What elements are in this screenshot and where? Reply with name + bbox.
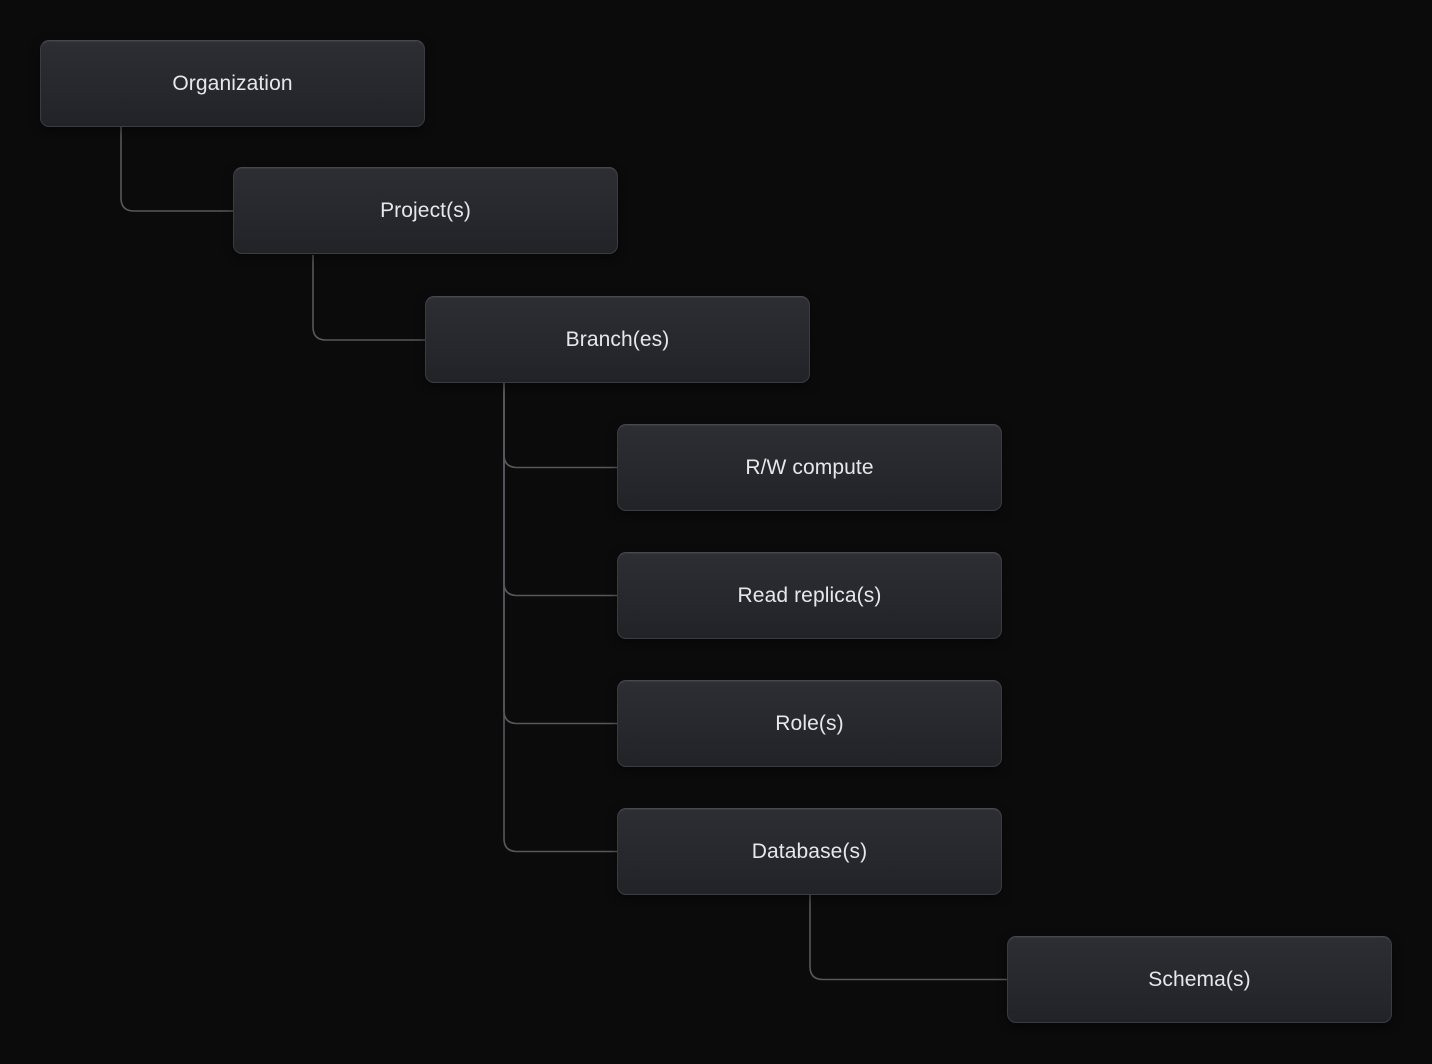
node-rw-compute: R/W compute [617,424,1002,511]
node-projects: Project(s) [233,167,618,254]
node-roles: Role(s) [617,680,1002,767]
node-roles-label: Role(s) [775,711,844,735]
node-read-replicas-label: Read replica(s) [737,583,882,607]
connector-databases-schemas [809,895,1007,981]
node-databases: Database(s) [617,808,1002,895]
connector-branches-read-replicas [503,383,617,597]
connector-projects-branches [312,255,425,341]
node-organization-label: Organization [172,71,293,95]
node-read-replicas: Read replica(s) [617,552,1002,639]
connector-branches-roles [503,383,617,725]
node-branches-label: Branch(es) [565,327,670,351]
connector-organization-projects [120,127,233,212]
node-projects-label: Project(s) [380,198,471,222]
node-schemas: Schema(s) [1007,936,1392,1023]
node-rw-compute-label: R/W compute [745,455,874,479]
node-schemas-label: Schema(s) [1148,967,1251,991]
node-databases-label: Database(s) [751,839,868,863]
node-branches: Branch(es) [425,296,810,383]
node-organization: Organization [40,40,425,127]
connector-branches-rw-compute [503,383,617,469]
connector-branches-databases [503,383,617,853]
